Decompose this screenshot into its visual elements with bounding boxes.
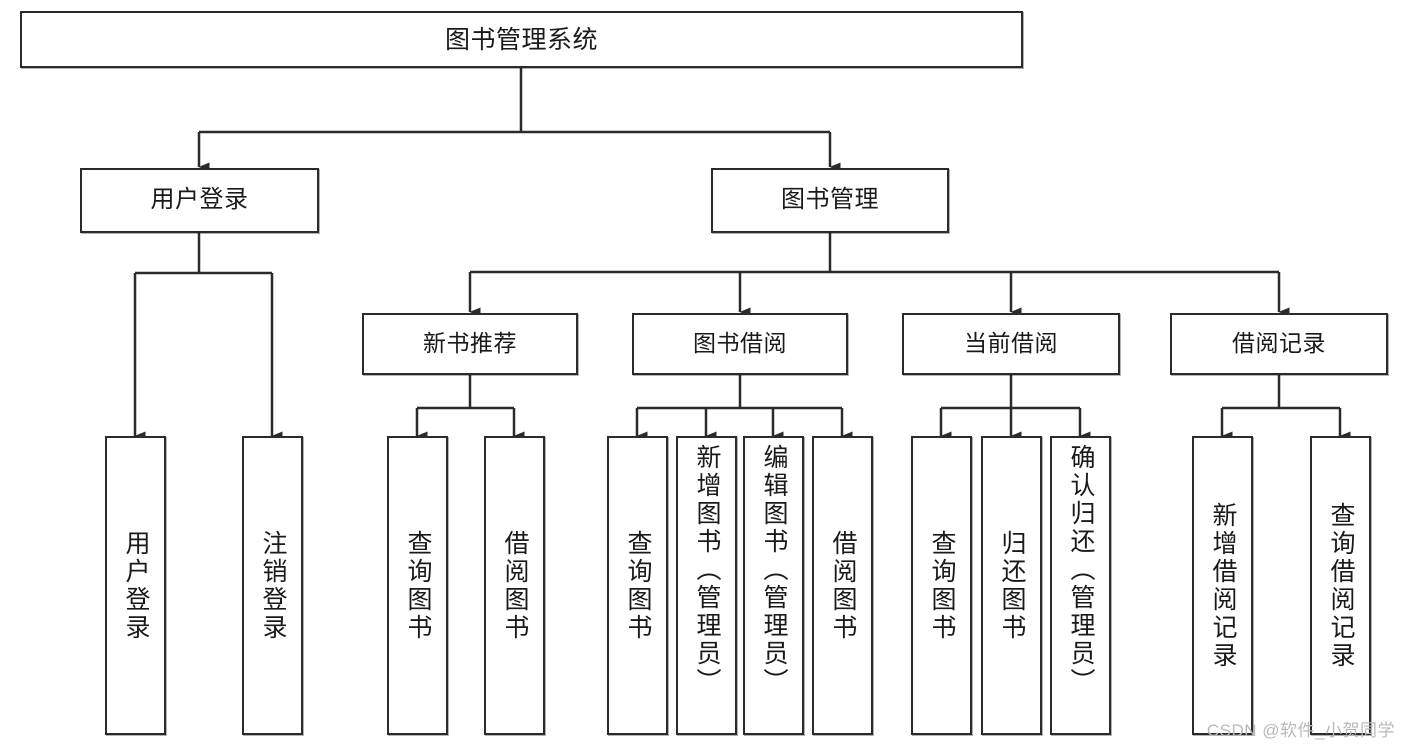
node-leaf-return-book-label: 归还图书	[998, 529, 1026, 642]
node-leaf-user-login[interactable]: 用户登录	[105, 436, 166, 735]
node-leaf-borrow-book-1-label: 借阅图书	[501, 529, 529, 642]
node-leaf-borrow-book-2[interactable]: 借阅图书	[812, 436, 873, 735]
watermark-text: CSDN @软件_小贺同学	[1206, 721, 1395, 740]
node-leaf-query-record-label: 查询借阅记录	[1327, 501, 1355, 670]
node-current-borrow[interactable]: 当前借阅	[902, 313, 1120, 375]
node-leaf-edit-book-label: 编辑图书（管理员）	[760, 444, 788, 696]
node-current-borrow-label: 当前借阅	[964, 330, 1058, 357]
node-new-book-recommend[interactable]: 新书推荐	[362, 313, 578, 375]
node-leaf-query-book-2-label: 查询图书	[624, 529, 652, 642]
node-new-book-recommend-label: 新书推荐	[423, 330, 517, 357]
node-borrow-record-label: 借阅记录	[1232, 330, 1326, 357]
node-leaf-logout-login-label: 注销登录	[259, 529, 287, 642]
node-leaf-add-record[interactable]: 新增借阅记录	[1192, 436, 1253, 735]
node-leaf-query-book-3[interactable]: 查询图书	[911, 436, 972, 735]
node-leaf-edit-book[interactable]: 编辑图书（管理员）	[743, 436, 804, 735]
node-leaf-add-record-label: 新增借阅记录	[1209, 501, 1237, 670]
node-leaf-logout-login[interactable]: 注销登录	[242, 436, 303, 735]
node-user-login-label: 用户登录	[150, 186, 249, 214]
node-leaf-query-book-1-label: 查询图书	[404, 529, 432, 642]
node-leaf-confirm-return[interactable]: 确认归还（管理员）	[1050, 436, 1111, 735]
node-leaf-confirm-return-label: 确认归还（管理员）	[1067, 444, 1095, 696]
node-leaf-return-book[interactable]: 归还图书	[981, 436, 1042, 735]
node-root[interactable]: 图书管理系统	[20, 11, 1023, 68]
node-book-borrow-label: 图书借阅	[693, 330, 787, 357]
node-leaf-query-book-3-label: 查询图书	[928, 529, 956, 642]
node-book-manage[interactable]: 图书管理	[711, 168, 949, 233]
node-leaf-borrow-book-2-label: 借阅图书	[829, 529, 857, 642]
node-borrow-record[interactable]: 借阅记录	[1170, 313, 1388, 375]
node-leaf-add-book[interactable]: 新增图书（管理员）	[676, 436, 737, 735]
node-leaf-borrow-book-1[interactable]: 借阅图书	[484, 436, 545, 735]
node-root-label: 图书管理系统	[444, 25, 598, 54]
node-user-login[interactable]: 用户登录	[80, 168, 319, 233]
node-leaf-query-book-2[interactable]: 查询图书	[607, 436, 668, 735]
node-book-borrow[interactable]: 图书借阅	[632, 313, 848, 375]
node-book-manage-label: 图书管理	[781, 186, 879, 214]
node-leaf-user-login-label: 用户登录	[122, 529, 150, 642]
node-leaf-query-book-1[interactable]: 查询图书	[387, 436, 448, 735]
node-leaf-query-record[interactable]: 查询借阅记录	[1310, 436, 1371, 735]
node-leaf-add-book-label: 新增图书（管理员）	[693, 444, 721, 696]
